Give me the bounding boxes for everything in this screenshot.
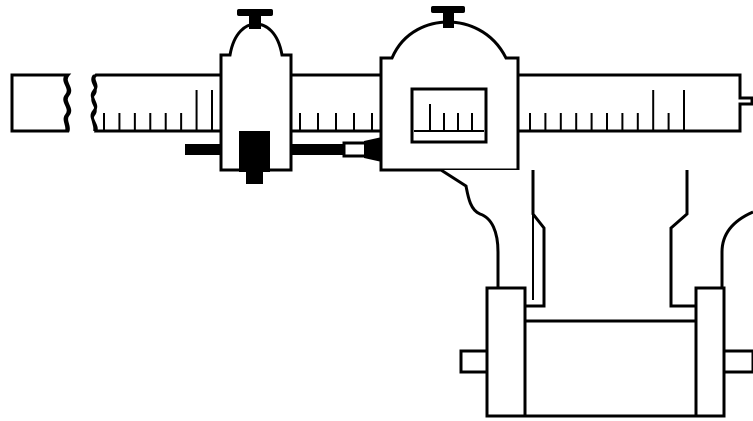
- lock-block-foot: [246, 168, 263, 184]
- lock-block: [239, 131, 270, 172]
- workpiece-left-stub: [459, 349, 490, 374]
- right-anvil-face: [694, 286, 726, 418]
- workpiece-cylinder: [522, 319, 698, 418]
- beam-left-stub: [10, 73, 72, 133]
- scale-ticks: [103, 90, 685, 131]
- fixed-jaw: [669, 170, 753, 308]
- left-anvil-face: [485, 286, 527, 418]
- vernier-window: [410, 87, 488, 144]
- main-slider: [379, 6, 520, 172]
- clamp-thumb-screw-icon[interactable]: [237, 9, 273, 29]
- workpiece-right-stub: [722, 349, 753, 374]
- break-mark-left: [63, 74, 69, 132]
- break-mark-right: [91, 74, 97, 132]
- slider-thumb-screw-icon[interactable]: [431, 6, 465, 28]
- vernier-ticks: [429, 104, 473, 131]
- screw-collar: [342, 141, 368, 158]
- jaws: [440, 168, 753, 308]
- workpiece: [459, 286, 753, 418]
- fine-adjust-clamp: [185, 9, 385, 184]
- sliding-jaw: [440, 168, 546, 308]
- screw-tip: [364, 137, 382, 162]
- jaw-slot: [532, 214, 672, 300]
